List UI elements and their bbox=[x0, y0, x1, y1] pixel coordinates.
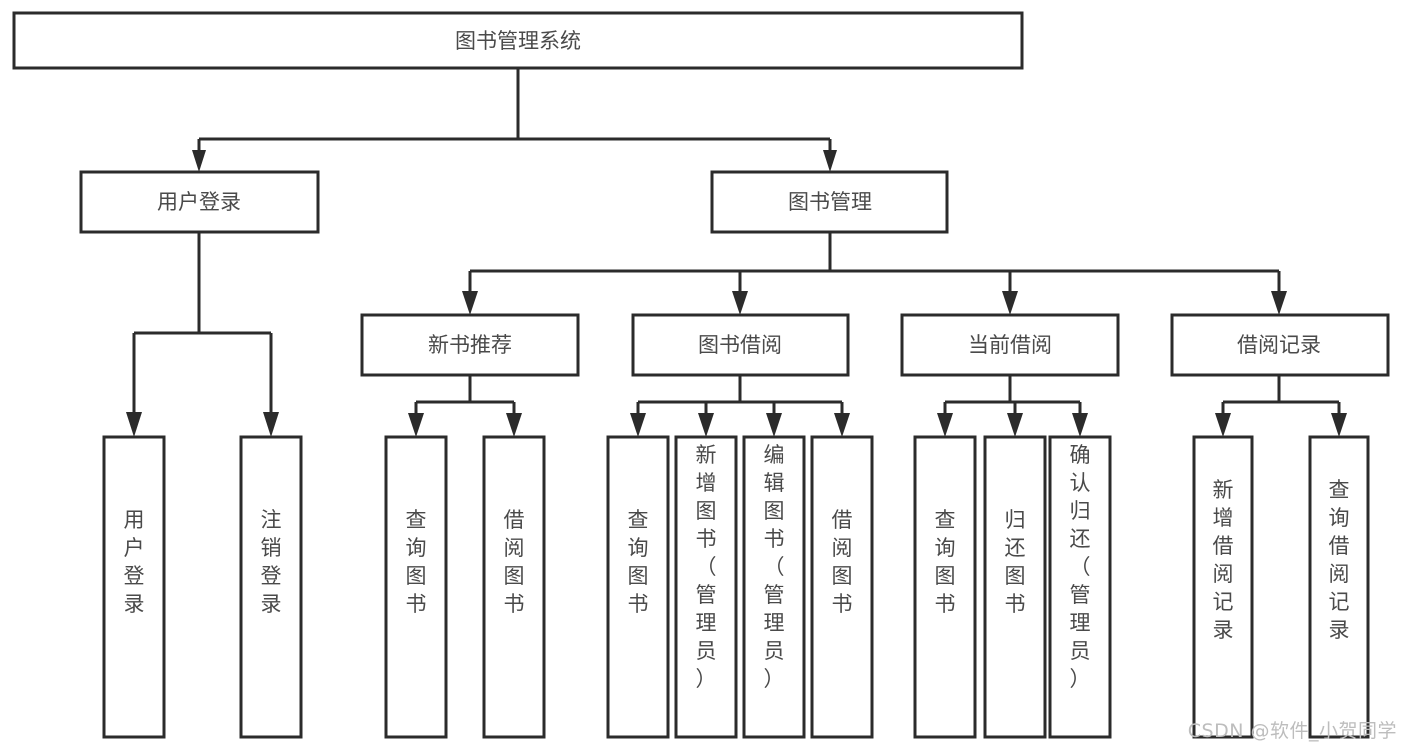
node-leaf-query-borrow-record-box bbox=[1308, 435, 1370, 739]
node-current-borrow[interactable]: 当前借阅 bbox=[900, 313, 1120, 377]
arrow-head-new-book-recommend bbox=[462, 291, 478, 315]
node-book-management[interactable]: 图书管理 bbox=[710, 170, 949, 234]
node-leaf-confirm-return-admin-box bbox=[1048, 435, 1112, 739]
node-leaf-logout[interactable]: 注销登录 bbox=[239, 435, 303, 739]
node-leaf-query-book-current-label: 查询图书 bbox=[935, 508, 956, 616]
node-root-box bbox=[12, 11, 1024, 70]
node-root-label: 图书管理系统 bbox=[455, 29, 581, 53]
arrow-head-book-management bbox=[823, 150, 837, 172]
node-leaf-confirm-return-admin[interactable]: 确认归还（管理员） bbox=[1048, 435, 1112, 739]
node-leaf-add-book-admin-box bbox=[674, 435, 738, 739]
node-book-borrow-label: 图书借阅 bbox=[698, 333, 782, 357]
node-leaf-user-login[interactable]: 用户登录 bbox=[102, 435, 166, 739]
node-leaf-return-book-box bbox=[983, 435, 1047, 739]
arrow-head-leaf-query-borrow-record bbox=[1331, 413, 1347, 437]
node-leaf-borrow-book-new-box bbox=[482, 435, 546, 739]
node-leaf-query-borrow-record[interactable]: 查询借阅记录 bbox=[1308, 435, 1370, 739]
arrow-head-borrow-record bbox=[1271, 291, 1287, 315]
arrow-head-leaf-borrow-book-new bbox=[506, 413, 522, 437]
node-new-book-recommend[interactable]: 新书推荐 bbox=[360, 313, 580, 377]
node-leaf-query-borrow-record-label: 查询借阅记录 bbox=[1329, 478, 1350, 642]
arrow-head-user-login bbox=[192, 150, 206, 172]
node-leaf-edit-book-admin-label: 编辑图书（管理员） bbox=[764, 443, 785, 691]
node-leaf-borrow-book-new-label: 借阅图书 bbox=[504, 508, 525, 616]
arrow-head-leaf-add-borrow-record bbox=[1215, 413, 1231, 437]
node-new-book-recommend-label: 新书推荐 bbox=[428, 333, 512, 357]
node-leaf-user-login-label: 用户登录 bbox=[124, 508, 145, 616]
node-leaf-query-book-borrow-label: 查询图书 bbox=[628, 508, 649, 616]
arrow-head-leaf-edit-book-admin bbox=[766, 413, 782, 437]
node-leaf-borrow-book-box bbox=[810, 435, 874, 739]
node-leaf-query-book-current[interactable]: 查询图书 bbox=[913, 435, 977, 739]
node-leaf-add-borrow-record[interactable]: 新增借阅记录 bbox=[1192, 435, 1254, 739]
arrow-head-leaf-user-login bbox=[126, 412, 142, 437]
arrow-head-leaf-query-book-current bbox=[937, 413, 953, 437]
arrow-head-leaf-return-book bbox=[1007, 413, 1023, 437]
node-user-login-label: 用户登录 bbox=[157, 190, 241, 214]
connector-layer bbox=[126, 68, 1347, 437]
node-root[interactable]: 图书管理系统 bbox=[12, 11, 1024, 70]
node-leaf-add-borrow-record-label: 新增借阅记录 bbox=[1213, 478, 1234, 642]
node-leaf-borrow-book-new[interactable]: 借阅图书 bbox=[482, 435, 546, 739]
node-leaf-query-book-borrow-box bbox=[606, 435, 670, 739]
node-user-login[interactable]: 用户登录 bbox=[79, 170, 320, 234]
node-borrow-record-label: 借阅记录 bbox=[1237, 333, 1321, 357]
node-leaf-confirm-return-admin-label: 确认归还（管理员） bbox=[1070, 443, 1091, 691]
arrow-head-leaf-logout bbox=[263, 412, 279, 437]
node-leaf-query-book-current-box bbox=[913, 435, 977, 739]
node-leaf-query-book-new[interactable]: 查询图书 bbox=[384, 435, 448, 739]
node-leaf-query-book-new-label: 查询图书 bbox=[406, 508, 427, 616]
node-current-borrow-label: 当前借阅 bbox=[968, 333, 1052, 357]
arrow-head-current-borrow bbox=[1002, 291, 1018, 315]
node-leaf-borrow-book-label: 借阅图书 bbox=[832, 508, 853, 616]
arrow-head-leaf-borrow-book bbox=[834, 413, 850, 437]
node-borrow-record-box bbox=[1170, 313, 1390, 377]
node-leaf-add-book-admin-label: 新增图书（管理员） bbox=[696, 443, 717, 691]
node-leaf-return-book[interactable]: 归还图书 bbox=[983, 435, 1047, 739]
node-new-book-recommend-box bbox=[360, 313, 580, 377]
csdn-watermark: CSDN @软件_小贺同学 bbox=[1187, 720, 1397, 742]
arrow-head-leaf-query-book-borrow bbox=[630, 413, 646, 437]
node-leaf-borrow-book[interactable]: 借阅图书 bbox=[810, 435, 874, 739]
node-leaf-query-book-borrow[interactable]: 查询图书 bbox=[606, 435, 670, 739]
node-leaf-logout-box bbox=[239, 435, 303, 739]
node-borrow-record[interactable]: 借阅记录 bbox=[1170, 313, 1390, 377]
node-leaf-query-book-new-box bbox=[384, 435, 448, 739]
node-book-borrow-box bbox=[631, 313, 850, 377]
node-leaf-edit-book-admin-box bbox=[742, 435, 806, 739]
node-book-management-label: 图书管理 bbox=[788, 190, 872, 214]
node-leaf-logout-label: 注销登录 bbox=[261, 508, 282, 616]
node-book-management-box bbox=[710, 170, 949, 234]
arrow-head-leaf-add-book-admin bbox=[698, 413, 714, 437]
node-leaf-return-book-label: 归还图书 bbox=[1005, 508, 1026, 616]
arrow-head-leaf-query-book-new bbox=[408, 413, 424, 437]
node-current-borrow-box bbox=[900, 313, 1120, 377]
arrow-head-book-borrow bbox=[732, 291, 748, 315]
node-leaf-user-login-box bbox=[102, 435, 166, 739]
node-leaf-add-book-admin[interactable]: 新增图书（管理员） bbox=[674, 435, 738, 739]
node-leaf-add-borrow-record-box bbox=[1192, 435, 1254, 739]
node-book-borrow[interactable]: 图书借阅 bbox=[631, 313, 850, 377]
node-leaf-edit-book-admin[interactable]: 编辑图书（管理员） bbox=[742, 435, 806, 739]
node-user-login-box bbox=[79, 170, 320, 234]
arrow-head-leaf-confirm-return-admin bbox=[1072, 413, 1088, 437]
